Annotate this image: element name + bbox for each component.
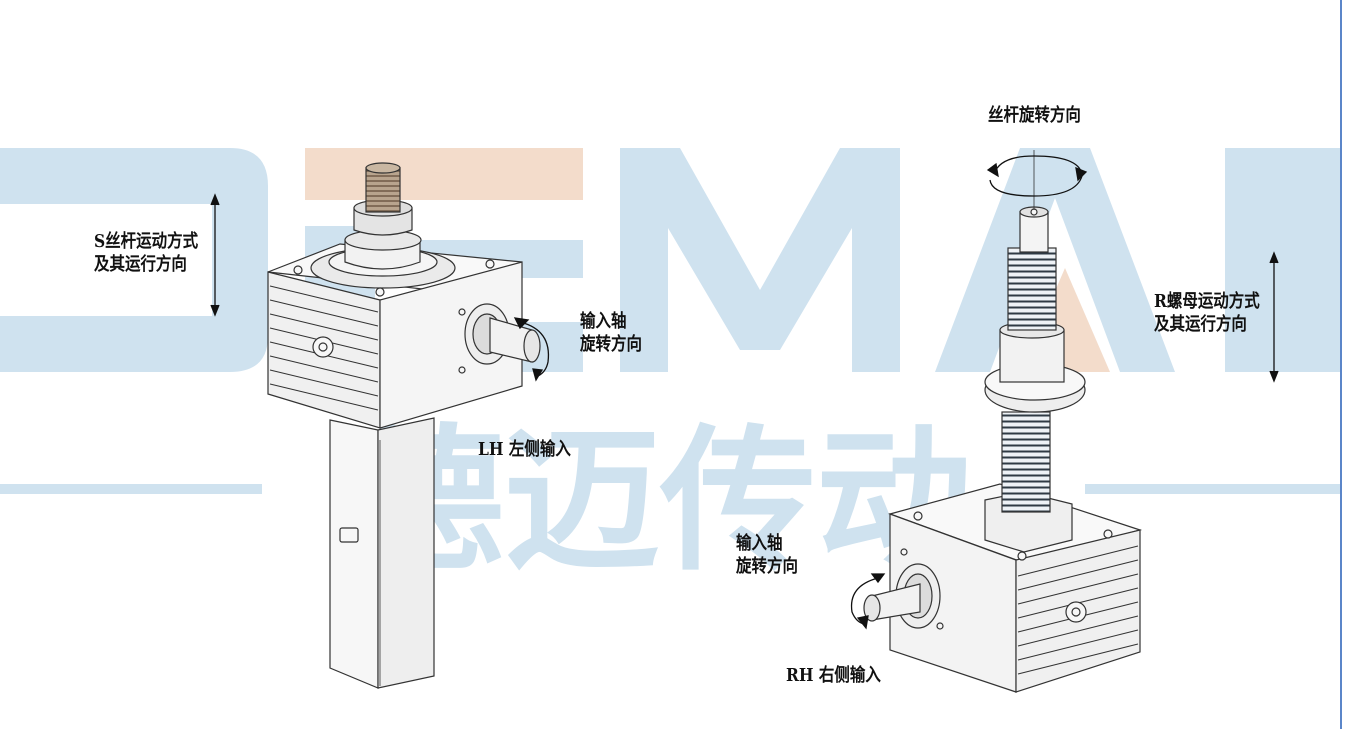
right-input-rotation-arrow <box>850 573 886 630</box>
left-screw-motion-arrow <box>210 193 220 317</box>
right-input-shaft-label: 输入轴 旋转方向 <box>736 533 798 578</box>
right-side-label: RH 右侧输入 <box>786 665 881 686</box>
left-input-shaft-label: 输入轴 旋转方向 <box>580 311 642 356</box>
right-jack-unit <box>863 206 1143 693</box>
right-nut-motion-arrow <box>1269 251 1279 383</box>
left-screw-motion-label: S丝杆运动方式 及其运行方向 <box>94 231 199 276</box>
watermark-chinese: 德迈传动 <box>348 410 972 592</box>
right-screw-rotation-label: 丝杆旋转方向 <box>988 105 1081 126</box>
left-jack-unit <box>267 162 541 689</box>
frame-edge <box>1340 0 1342 729</box>
right-nut-motion-label: R螺母运动方式 及其运行方向 <box>1154 291 1260 336</box>
left-input-rotation-arrow <box>513 317 550 382</box>
right-screw-rotation-arrow <box>986 155 1088 197</box>
left-side-label: LH 左侧输入 <box>478 439 571 460</box>
